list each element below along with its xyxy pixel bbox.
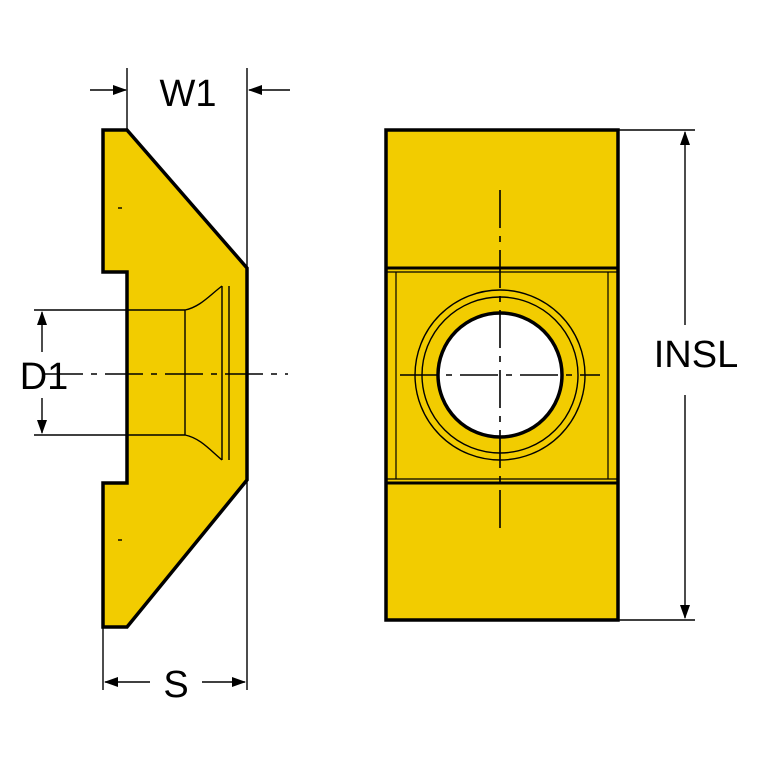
side-view-body [101, 128, 249, 629]
side-view: W1 D1 S [20, 68, 290, 706]
d1-label: D1 [20, 356, 69, 398]
insl-label: INSL [654, 334, 738, 376]
front-view: INSL [384, 128, 738, 622]
w1-label: W1 [160, 73, 217, 115]
s-label: S [163, 664, 188, 706]
side-view-bore-lines [118, 207, 230, 541]
